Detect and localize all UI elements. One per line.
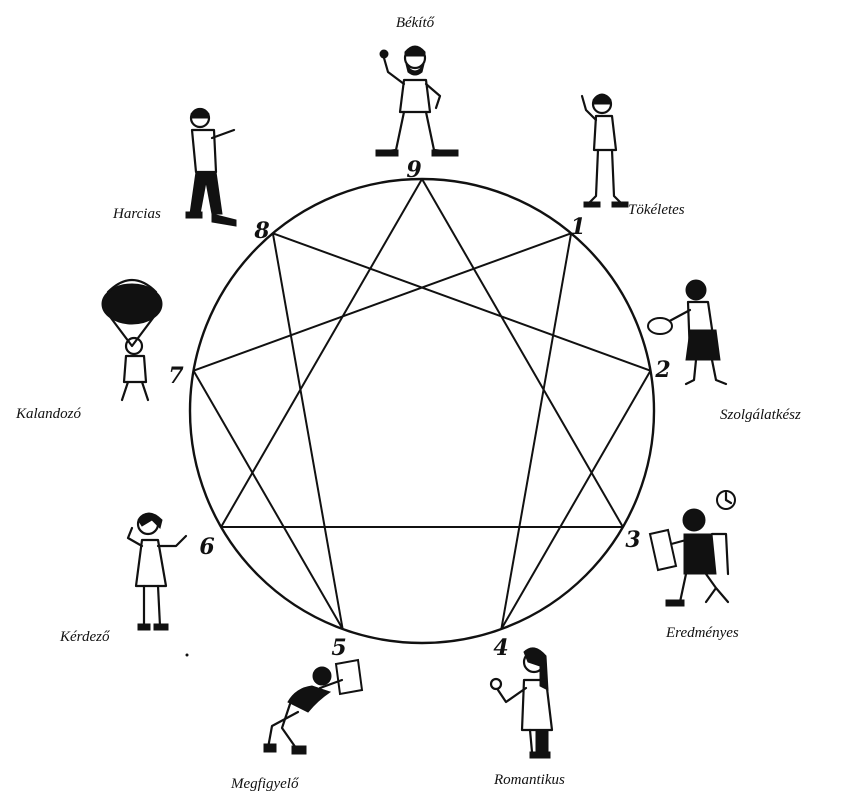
- label-type-5: Megfigyelő: [230, 776, 300, 792]
- point-number-8: 8: [253, 218, 269, 244]
- label-type-8: Harcias: [112, 206, 161, 222]
- label-type-3: Eredményes: [665, 625, 739, 641]
- label-type-1: Tökéletes: [628, 202, 685, 218]
- label-type-7: Kalandozó: [15, 406, 82, 422]
- stray-dot: [186, 654, 189, 657]
- point-number-5: 5: [331, 635, 346, 661]
- triangle-line-9-3: [422, 179, 623, 527]
- figure-observer: [264, 660, 362, 754]
- figure-questioner: [128, 513, 186, 630]
- point-number-4: 4: [493, 635, 508, 661]
- point-number-1: 1: [570, 214, 585, 240]
- enneagram-lines: [194, 179, 651, 629]
- point-number-9: 9: [406, 157, 421, 183]
- point-number-7: 7: [168, 363, 184, 389]
- point-number-3: 3: [625, 527, 640, 553]
- enneagram-circle: [190, 179, 654, 643]
- figure-perfectionist: [582, 94, 628, 207]
- label-type-4: Romantikus: [493, 772, 565, 788]
- figure-adventurer: [102, 280, 162, 400]
- label-type-6: Kérdező: [59, 629, 111, 645]
- label-type-9: Békítő: [396, 15, 436, 31]
- figure-romantic: [491, 648, 552, 758]
- figure-achiever: [650, 491, 735, 606]
- triangle-line-6-9: [221, 179, 422, 527]
- label-type-2: Szolgálatkész: [720, 407, 801, 423]
- figure-peacemaker: [376, 46, 458, 156]
- figure-challenger: [186, 109, 236, 226]
- point-number-6: 6: [199, 534, 214, 560]
- point-number-2: 2: [654, 357, 670, 383]
